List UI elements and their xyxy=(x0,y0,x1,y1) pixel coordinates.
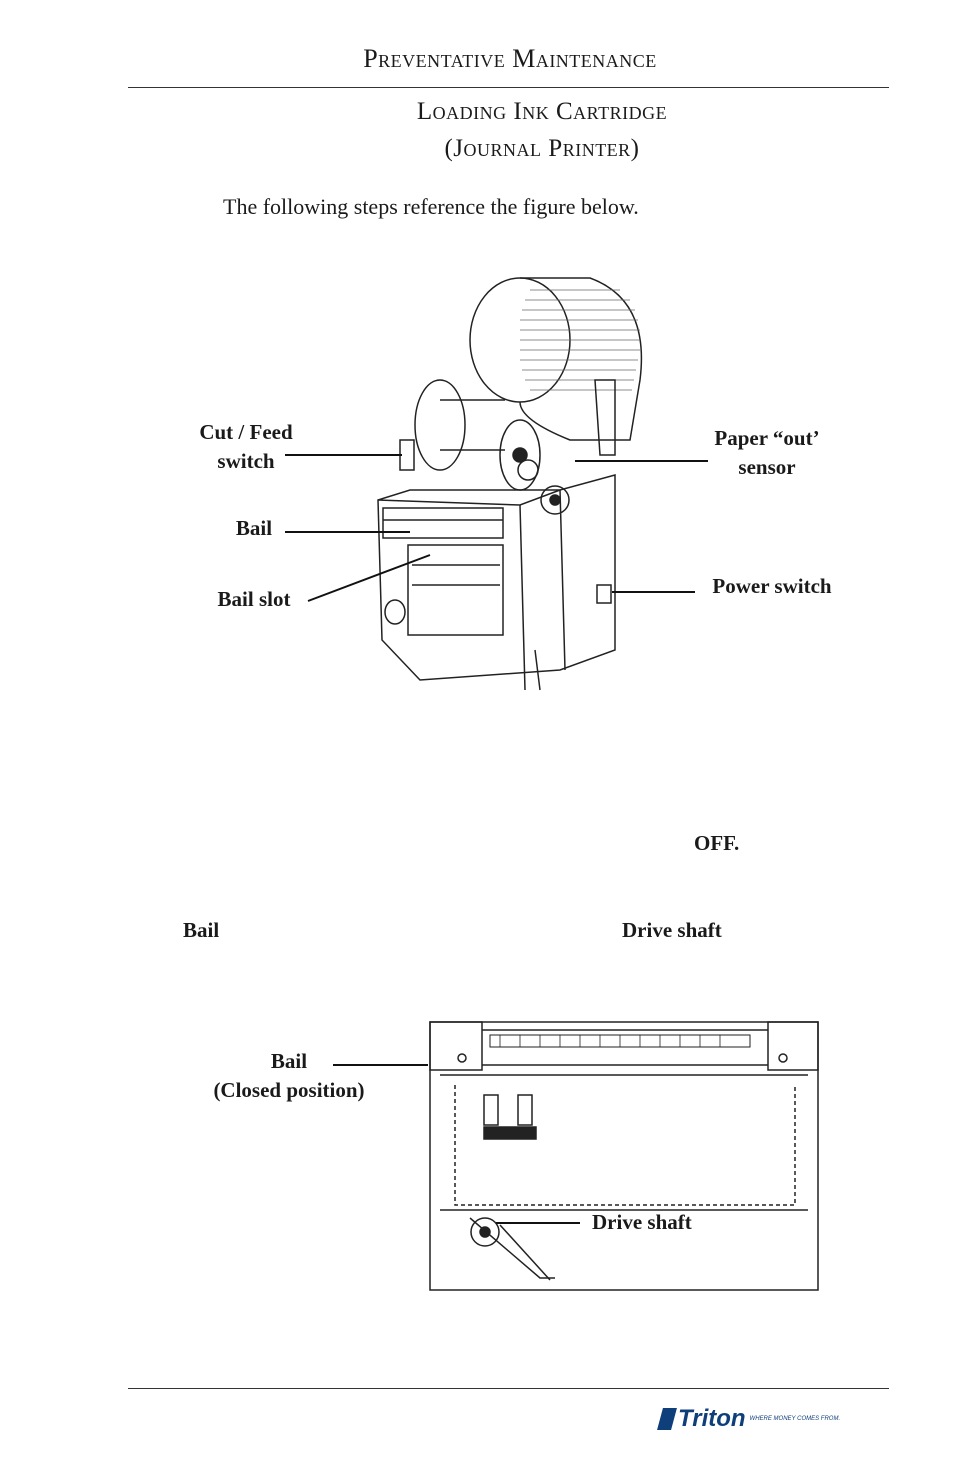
cut-feed-label-line1: Cut / Feed xyxy=(199,420,293,444)
step-off-text: OFF. xyxy=(694,831,740,855)
triton-brand-text: Triton xyxy=(678,1405,746,1432)
section-title: Loading Ink Cartridge xyxy=(416,98,668,125)
paper-out-label-line2: sensor xyxy=(738,455,796,479)
printer-illustration xyxy=(285,277,708,691)
triton-logo-icon xyxy=(657,1408,677,1430)
step-bail-text: Bail xyxy=(183,918,220,942)
section-subtitle: (Journal Printer) xyxy=(444,135,640,162)
intro-text: The following steps reference the figure… xyxy=(223,194,639,219)
cut-feed-label-line2: switch xyxy=(217,449,275,473)
bail-slot-label: Bail slot xyxy=(217,587,291,611)
page-header-title: Preventative Maintenance xyxy=(363,44,657,73)
power-switch-label: Power switch xyxy=(712,574,832,598)
bail-label: Bail xyxy=(235,516,273,540)
figure2-drive-shaft-label: Drive shaft xyxy=(592,1210,692,1234)
triton-logo: Triton WHERE MONEY COMES FROM. xyxy=(657,1405,841,1437)
bail-closed-illustration xyxy=(333,1021,819,1291)
footer-rule xyxy=(128,1388,889,1389)
figure2-bail-position-label: (Closed position) xyxy=(213,1078,365,1102)
paper-out-label-line1: Paper “out’ xyxy=(714,426,820,450)
header-rule xyxy=(128,87,889,88)
figure2-bail-label: Bail xyxy=(270,1049,308,1073)
step-drive-shaft-text: Drive shaft xyxy=(622,918,722,942)
triton-tagline: WHERE MONEY COMES FROM. xyxy=(749,1416,841,1422)
